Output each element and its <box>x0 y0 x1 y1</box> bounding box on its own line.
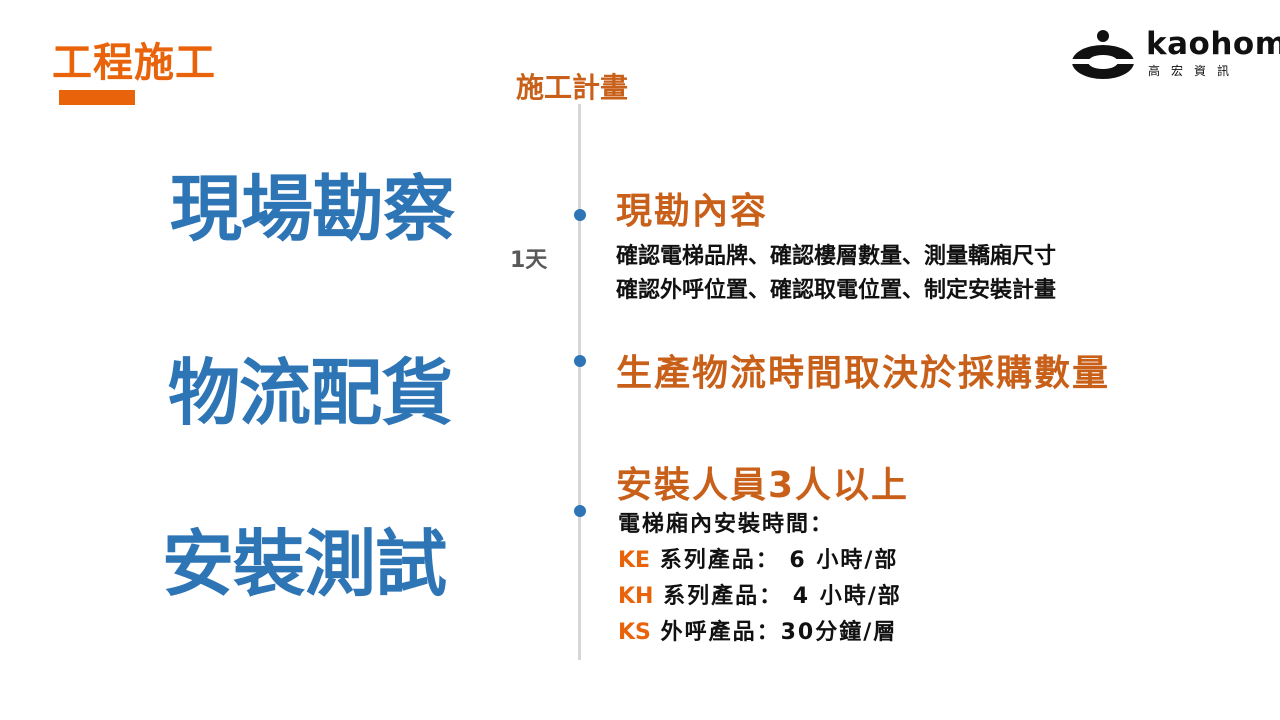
install-time-text: 外呼產品：30分鐘/層 <box>660 620 898 645</box>
install-time-intro: 電梯廂內安裝時間： <box>618 512 835 537</box>
timeline-dot <box>574 355 586 367</box>
logo-mark-icon <box>1072 30 1134 79</box>
stage-duration: 1天 <box>510 248 548 273</box>
install-time-text: 系列產品： 6 小時/部 <box>659 548 899 573</box>
stage-subheading-installers: 安裝人員3人以上 <box>616 465 910 506</box>
product-code: KH <box>618 584 654 609</box>
timeline-section-title: 施工計畫 <box>516 71 629 104</box>
product-code: KE <box>618 548 651 573</box>
survey-detail-line: 確認電梯品牌、確認樓層數量、測量轎廂尺寸 <box>616 244 1057 269</box>
title-underline-bar <box>59 90 135 105</box>
stage-heading-logistics: 物流配貨 <box>168 351 453 435</box>
logo-subtext: 高宏資訊 <box>1148 64 1241 78</box>
page-title: 工程施工 <box>52 40 216 86</box>
install-time-text: 系列產品： 4 小時/部 <box>663 584 902 609</box>
stage-subheading-survey-content: 現勘內容 <box>616 191 769 232</box>
stage-heading-install-test: 安裝測試 <box>162 522 447 606</box>
install-time-list: 電梯廂內安裝時間： KE 系列產品： 6 小時/部 KH 系列產品： 4 小時/… <box>618 507 902 651</box>
survey-detail-line: 確認外呼位置、確認取電位置、制定安裝計畫 <box>616 278 1057 303</box>
timeline-dot <box>574 209 586 221</box>
brand-logo: kaohom 高宏資訊 <box>1070 26 1280 82</box>
install-time-item: KE 系列產品： 6 小時/部 <box>618 543 902 579</box>
timeline-dot <box>574 505 586 517</box>
logo-wordmark: kaohom <box>1146 26 1280 62</box>
timeline-line <box>578 104 581 660</box>
stage-heading-site-survey: 現場勘察 <box>170 167 455 251</box>
stage-subheading-logistics: 生產物流時間取決於採購數量 <box>616 353 1111 394</box>
product-code: KS <box>618 620 651 645</box>
install-time-item: KS 外呼產品：30分鐘/層 <box>618 615 902 651</box>
install-time-item: KH 系列產品： 4 小時/部 <box>618 579 902 615</box>
